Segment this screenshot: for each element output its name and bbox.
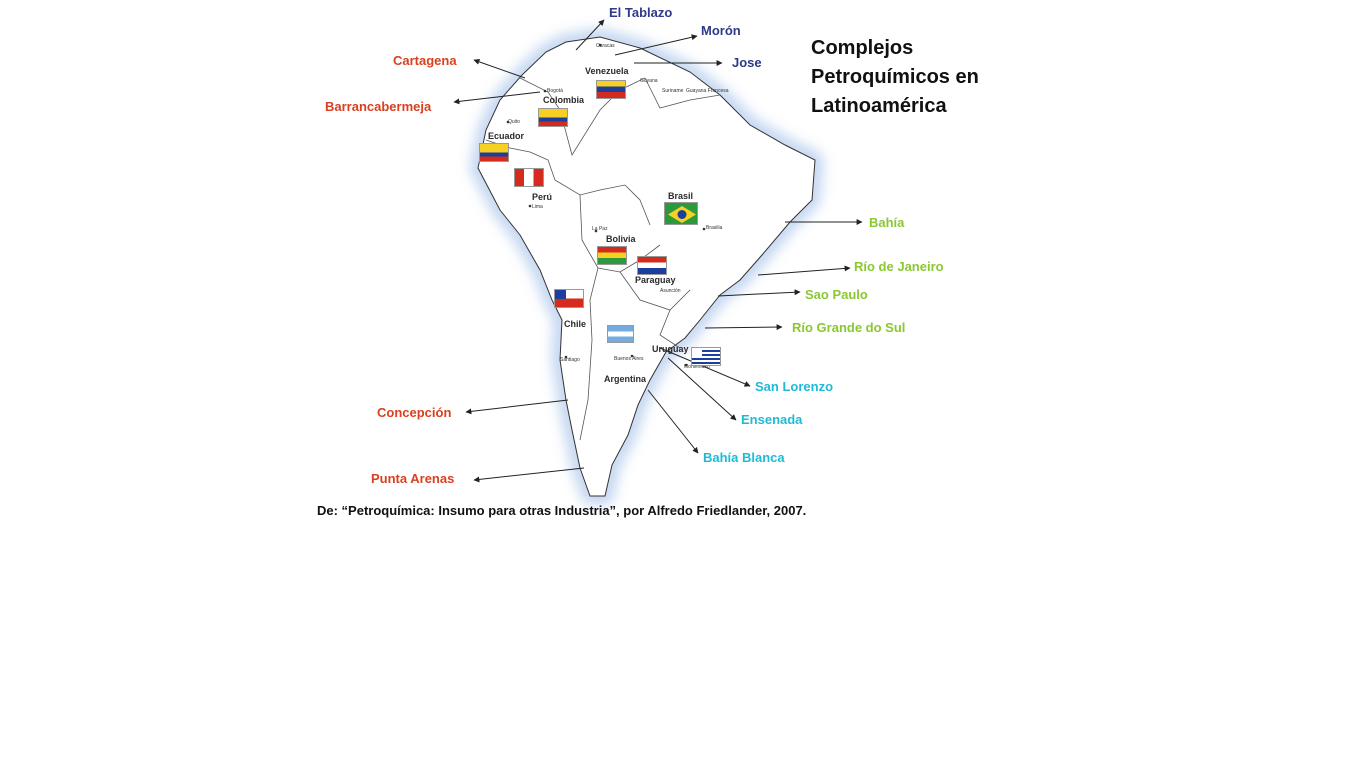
city-label-buenos-aires: Buenos Aires [614,356,644,362]
site-label-punta-arenas: Punta Arenas [371,471,455,486]
city-label-bogota: Bogotá [547,88,563,94]
site-label-san-lorenzo: San Lorenzo [755,379,834,394]
city-label-caracas: Caracas [596,43,615,49]
city-label-brasilia: Brasilia [706,225,723,231]
city-label-la-paz: La Paz [592,226,608,232]
flag-argentina-icon [607,325,634,343]
country-label-colombia: Colombia [543,95,585,105]
country-label-venezuela: Venezuela [585,66,629,76]
country-label-chile: Chile [564,319,587,329]
site-label-bahia-blanca: Bahía Blanca [703,450,785,465]
flag-bolivia-icon [597,246,627,265]
site-label-rio-de-janeiro: Río de Janeiro [854,259,944,274]
city-label-santiago: Santiago [560,357,580,363]
city-label-lima: Lima [532,204,543,210]
city-label-asuncion: Asunción [660,288,681,294]
site-label-barrancabermeja: Barrancabermeja [325,99,432,114]
flag-chile-icon [554,289,584,308]
country-label-uruguay: Uruguay [652,344,689,354]
site-label-ensenada: Ensenada [741,412,803,427]
city-label-guyana: Guyana [640,78,658,84]
city-label-guayana-francesa: Guayana Francesa [686,88,729,94]
city-label-quito: Quito [508,119,520,125]
title-line-3: Latinoamérica [811,95,947,117]
flag-brasil-icon [664,202,698,225]
flag-peru-icon [514,168,544,187]
site-arrows [453,19,863,483]
country-label-brasil: Brasil [668,191,694,201]
flag-ecuador-icon [479,143,509,162]
site-label-rio-grande-do-sul: Río Grande do Sul [792,320,906,335]
source-citation: De: “Petroquímica: Insumo para otras Ind… [317,503,807,518]
country-label-peru: Perú [532,192,553,202]
city-label-suriname: Suriname [662,88,684,94]
site-label-sao-paulo: Sao Paulo [805,287,868,302]
title-line-1: Complejos [811,37,914,59]
map-title: Complejos Petroquímicos en Latinoamérica [811,34,979,121]
flag-venezuela-icon [596,80,626,99]
site-label-el-tablazo: El Tablazo [609,5,673,20]
site-label-moron: Morón [701,23,741,38]
site-label-bahia: Bahía [869,215,905,230]
site-label-concepcion: Concepción [377,405,452,420]
country-label-paraguay: Paraguay [635,275,676,285]
site-label-cartagena: Cartagena [393,53,457,68]
title-line-2: Petroquímicos en [811,66,979,88]
country-label-argentina: Argentina [604,374,647,384]
flag-uruguay-icon [691,347,721,366]
flag-paraguay-icon [637,256,667,275]
site-label-jose: Jose [732,55,762,70]
city-label-montevideo: Montevideo [684,364,710,370]
capital-dots [506,43,706,367]
country-label-bolivia: Bolivia [606,234,636,244]
flag-colombia-icon [538,108,568,127]
country-label-ecuador: Ecuador [488,131,525,141]
